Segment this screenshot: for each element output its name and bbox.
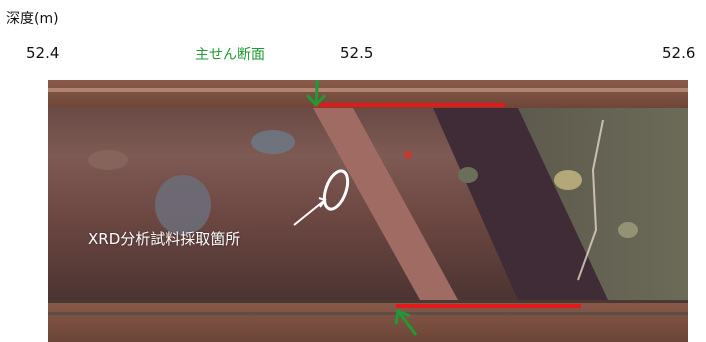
arrow-top [314, 80, 319, 106]
sample-pointer [293, 199, 326, 226]
core-box-bottom-edge [48, 300, 688, 342]
depth-tick-52-5: 52.5 [340, 44, 374, 62]
depth-tick-52-6: 52.6 [662, 44, 696, 62]
shear-marker-bottom [396, 304, 581, 308]
arrow-bottom [396, 310, 418, 336]
xrd-sample-label: XRD分析試料採取箇所 [88, 230, 241, 248]
main-shear-surface-label: 主せん断面 [195, 47, 265, 63]
core-sample-photo [48, 80, 688, 342]
shear-marker-top [313, 103, 505, 107]
shear-band [313, 108, 458, 300]
xrd-sample-ellipse [322, 169, 350, 211]
dark-band [433, 108, 608, 300]
depth-tick-52-4: 52.4 [26, 44, 60, 62]
depth-axis-title: 深度(m) [6, 11, 59, 27]
